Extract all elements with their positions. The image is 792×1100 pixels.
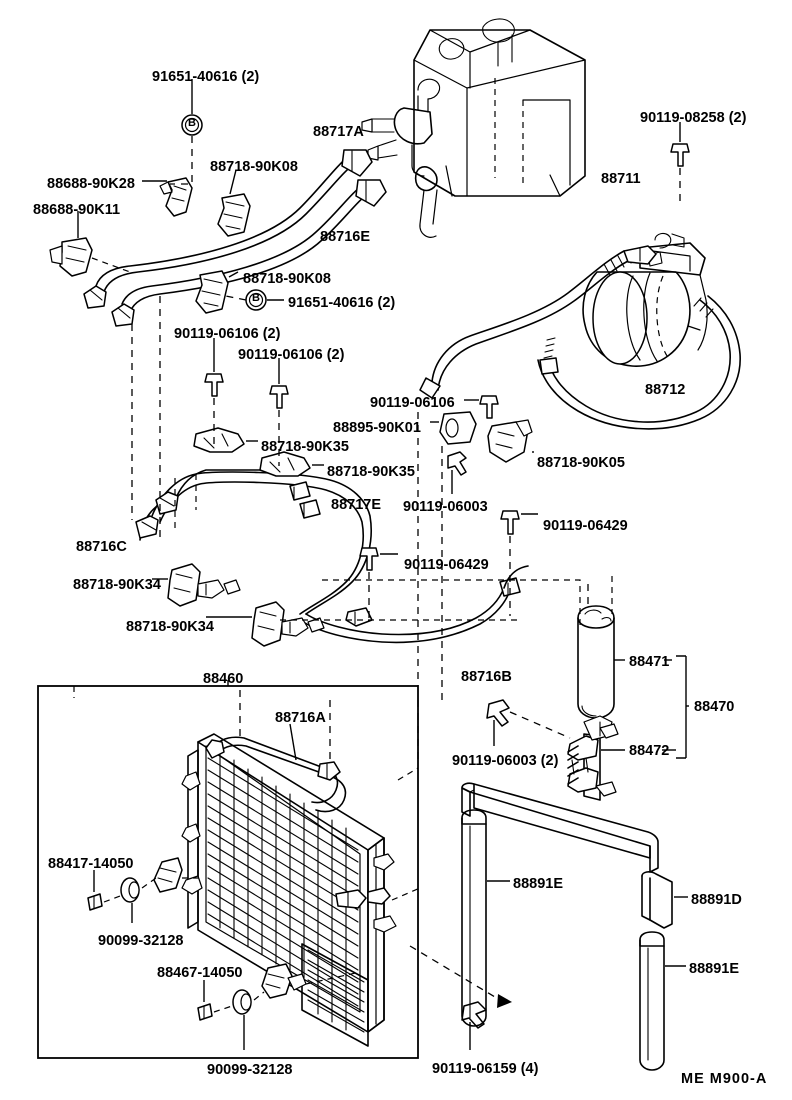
label-90119-06106-c: 90119-06106 [370,395,455,411]
label-90119-06106-a: 90119-06106 (2) [174,326,281,342]
assembly-dashed-lines [73,296,613,901]
hose-88712 [537,295,741,430]
label-88716E: 88716E [320,229,370,245]
seal-88891D [461,782,688,929]
bolts [204,122,690,1050]
label-88471: 88471 [629,654,670,670]
receiver-dryer-88471 [577,605,615,719]
grommet-88895-90K01 [430,411,477,445]
condenser-core [181,733,397,1047]
label-90119-06106-b: 90119-06106 (2) [238,347,345,363]
bolt-90119-06003-a [447,451,467,494]
label-88718-90K08-lower: 88718-90K08 [243,271,331,287]
label-88711: 88711 [601,171,641,187]
circle-b-marker-lower [225,289,284,311]
label-90119-06003-a: 90119-06003 [403,499,488,515]
evaporator-unit [361,18,586,238]
bolt-90119-06429-a [500,510,538,616]
bolt-90119-06106-a [204,338,224,444]
bolt-90119-06429-b [359,547,398,620]
label-88716C: 88716C [76,539,127,555]
label-88891E-right: 88891E [689,961,739,977]
clamp-88718-90K08-lower [195,270,239,314]
bolt-90119-06106-b [269,358,289,466]
bracket-88688-90K28 [142,177,193,217]
label-88718-90K08-upper: 88718-90K08 [210,159,298,175]
label-88688-90K28: 88688-90K28 [47,176,135,192]
bolt-90119-08258 [670,122,690,204]
label-88717A: 88717A [313,124,364,140]
bracket-88718-90K34-lower [206,601,325,647]
label-91651-40616-lower: 91651-40616 (2) [288,295,396,311]
bracket-88688-90K11 [49,211,131,277]
label-88460: 88460 [203,671,244,687]
label-90119-06003-b: 90119-06003 (2) [452,753,559,769]
seal-88891E-left [461,809,510,1027]
pipe-88716A [205,723,347,813]
label-88470: 88470 [694,699,735,715]
label-88467-14050: 88467-14050 [157,965,243,981]
bolt-90119-06159 [409,945,512,1050]
clamp-88718-90K35-lower [259,451,324,477]
label-88718-90K05: 88718-90K05 [537,455,625,471]
label-88891E-left: 88891E [513,876,563,892]
clamp-88718-90K08-upper [217,169,251,237]
bolt-90119-06106-c [464,395,499,419]
label-90099-32128-a: 90099-32128 [98,933,184,949]
label-88718-90K34-a: 88718-90K34 [73,577,161,593]
hose-88711 [419,245,657,399]
circle-b-marker-top [170,79,203,185]
label-88716A: 88716A [275,710,326,726]
compressor-88712 [582,232,708,367]
bracket-88718-90K34-upper [152,563,241,607]
label-90119-06429-b: 90119-06429 [404,557,489,573]
fastener-set-lower [197,963,361,1050]
label-88716B: 88716B [461,669,512,685]
label-90119-08258: 90119-08258 (2) [640,110,747,126]
pipe-88716B [299,565,529,644]
label-88688-90K11: 88688-90K11 [33,202,121,218]
label-88472: 88472 [629,743,670,759]
seal-88891E-right [639,931,686,1071]
circle-b-letter-top: B [188,117,196,129]
label-90099-32128-b: 90099-32128 [207,1062,293,1078]
clamp-88718-90K35-upper [193,427,258,453]
clamp-88718-90K05 [487,419,534,463]
label-88417-14050: 88417-14050 [48,856,134,872]
footer-code: ME M900-A [681,1071,768,1087]
label-88712: 88712 [645,382,686,398]
pipes-88717A-88716E [83,149,387,327]
pipes-88717E-88716C [135,469,372,615]
label-88718-90K34-b: 88718-90K34 [126,619,214,635]
label-88891D: 88891D [691,892,742,908]
label-88718-90K35-a: 88718-90K35 [261,439,349,455]
label-90119-06429-a: 90119-06429 [543,518,628,534]
circle-b-letter-lower: B [252,292,260,304]
label-91651-40616-top: 91651-40616 (2) [152,69,260,85]
label-88895-90K01: 88895-90K01 [333,420,421,436]
fastener-set-upper [87,857,202,923]
label-88717E: 88717E [331,497,381,513]
bracket-88472 [567,655,689,801]
label-88718-90K35-b: 88718-90K35 [327,464,415,480]
condenser-box-88460 [37,680,419,1059]
bolt-90119-06003-b [486,699,571,746]
label-90119-06159: 90119-06159 (4) [432,1061,539,1077]
